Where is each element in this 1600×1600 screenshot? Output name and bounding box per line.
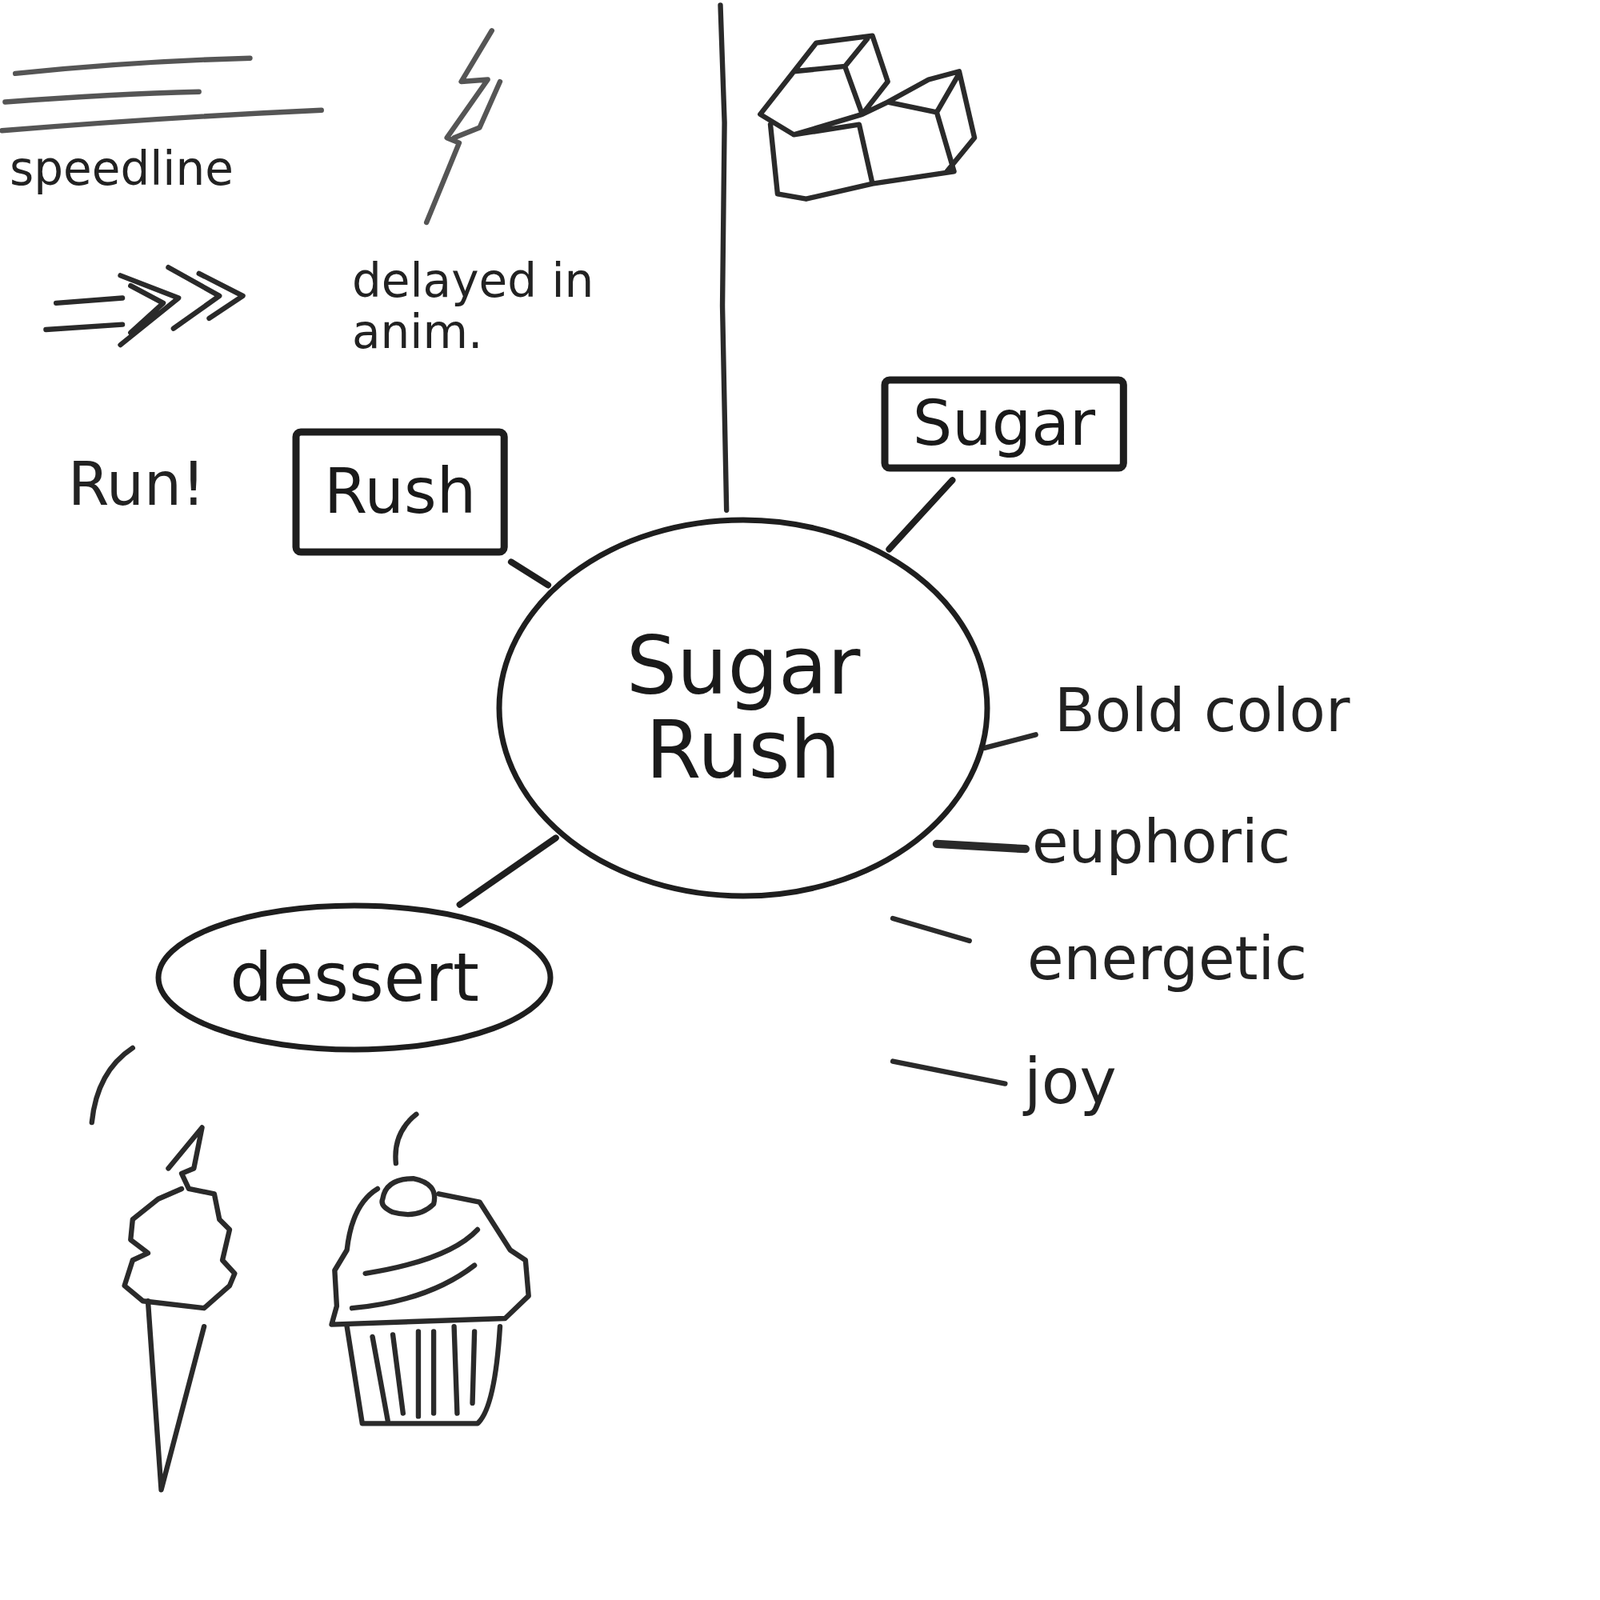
note-label: speedline: [9, 144, 234, 196]
arrow-symbols: [45, 267, 243, 345]
box-outline: [884, 380, 1124, 468]
note-label: delayed in anim.: [352, 256, 608, 359]
box-outline: [296, 432, 504, 552]
trait-label: euphoric: [1032, 809, 1291, 875]
connector-line: [888, 480, 952, 549]
trait-label: Bold color: [1054, 678, 1350, 744]
node-text: Sugar: [912, 391, 1096, 457]
connector-line: [460, 837, 556, 904]
central-circle: Sugar Rush: [495, 516, 992, 900]
speed-lines: [2, 58, 322, 132]
concept-box: Sugar: [880, 376, 1128, 472]
trait-label: energetic: [1027, 926, 1308, 992]
cupcake: [332, 1114, 529, 1424]
node-text: Rush: [324, 459, 476, 525]
leader-line: [892, 918, 970, 941]
divider-line: [720, 4, 728, 510]
node-text: dessert: [229, 942, 480, 1013]
ice-cream-cone: [124, 1127, 236, 1490]
concept-box: Rush: [292, 428, 508, 556]
ellipse-outline: [158, 905, 551, 1050]
leader-line: [936, 844, 1026, 849]
trait-label: joy: [1024, 1048, 1117, 1117]
connector-line: [511, 561, 548, 585]
sugar-cubes: [760, 36, 975, 200]
sketch-group: [2, 4, 1036, 1490]
leader-line: [984, 734, 1036, 748]
connector-stroke: [460, 837, 556, 904]
connector-stroke: [511, 561, 548, 585]
dessert-leader-line: [92, 1048, 133, 1123]
lightning-bolt: [426, 30, 500, 223]
note-label: Run!: [68, 452, 206, 517]
node-text: Sugar Rush: [583, 624, 904, 792]
connector-stroke: [888, 480, 952, 549]
leader-line: [892, 1061, 1005, 1084]
concept-ellipse: dessert: [154, 901, 555, 1054]
ellipse-outline: [499, 520, 988, 896]
